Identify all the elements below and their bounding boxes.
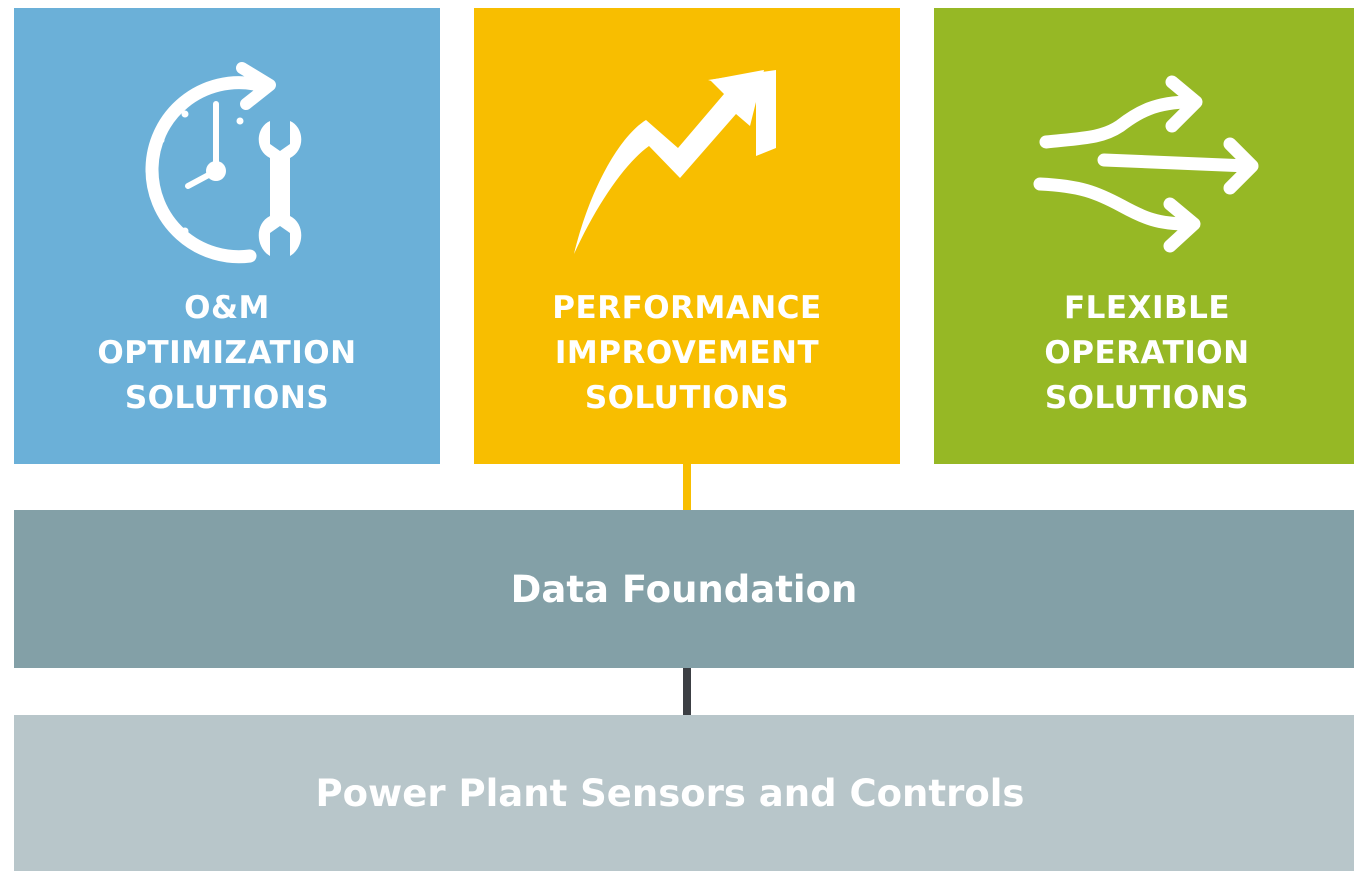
data-foundation-label: Data Foundation	[510, 567, 858, 611]
tile-title-line: FLEXIBLE	[1063, 290, 1231, 326]
clock-wrench-icon	[14, 8, 440, 288]
trend-up-arrow-icon	[474, 8, 900, 288]
tile-title-line: OPERATION	[1044, 335, 1250, 371]
om-optimization-tile: O&M OPTIMIZATION SOLUTIONS	[14, 8, 440, 464]
performance-to-data-connector	[683, 464, 691, 510]
om-optimization-label: O&M OPTIMIZATION SOLUTIONS	[14, 286, 440, 421]
tile-title-line: SOLUTIONS	[124, 380, 330, 416]
data-foundation-layer: Data Foundation	[14, 510, 1354, 668]
performance-improvement-label: PERFORMANCE IMPROVEMENT SOLUTIONS	[474, 286, 900, 421]
tile-title-line: IMPROVEMENT	[554, 335, 820, 371]
performance-improvement-tile: PERFORMANCE IMPROVEMENT SOLUTIONS	[474, 8, 900, 464]
flexible-operation-tile: FLEXIBLE OPERATION SOLUTIONS	[934, 8, 1354, 464]
tile-title-line: PERFORMANCE	[552, 290, 822, 326]
tile-title-line: SOLUTIONS	[1044, 380, 1250, 416]
tile-title-line: OPTIMIZATION	[97, 335, 357, 371]
sensors-controls-label: Power Plant Sensors and Controls	[315, 771, 1025, 815]
tile-title-line: SOLUTIONS	[584, 380, 790, 416]
diverging-arrows-icon	[934, 8, 1354, 288]
tile-title-line: O&M	[184, 290, 270, 326]
sensors-controls-layer: Power Plant Sensors and Controls	[14, 715, 1354, 871]
flexible-operation-label: FLEXIBLE OPERATION SOLUTIONS	[934, 286, 1354, 421]
data-to-sensors-connector	[683, 668, 691, 715]
